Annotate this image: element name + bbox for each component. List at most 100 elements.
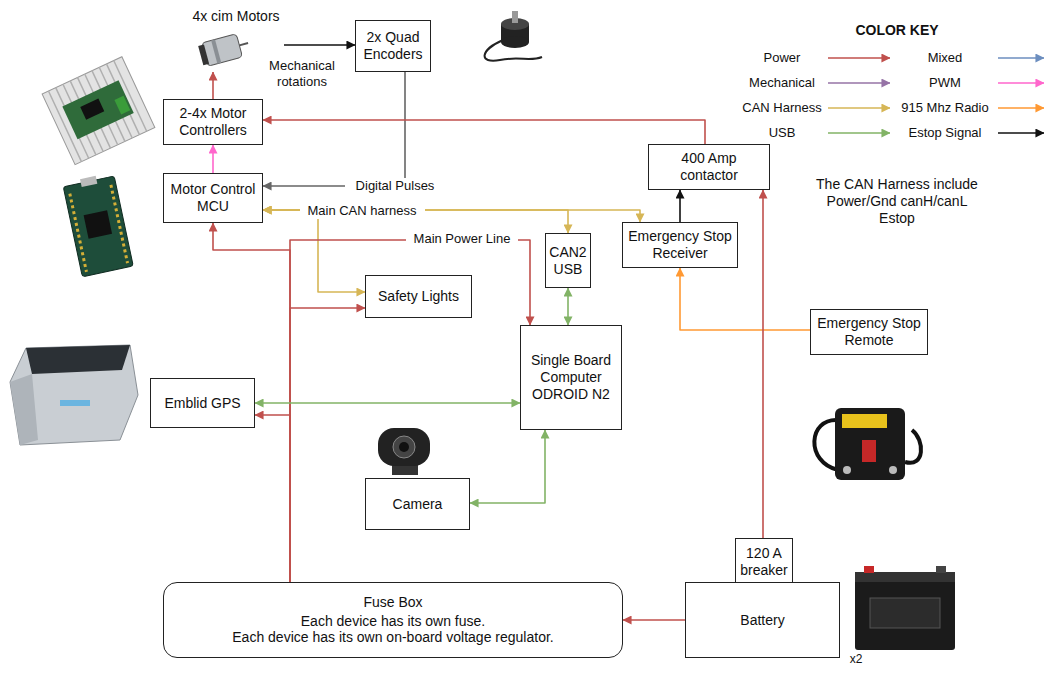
node-text: 120 A breaker xyxy=(739,545,789,579)
motor-controller-picture xyxy=(42,57,155,165)
chip xyxy=(84,210,112,238)
node-text: 2x Quad Encoders xyxy=(359,29,427,63)
legend-arrow xyxy=(998,57,1044,59)
component-box: Emergency Stop Receiver xyxy=(622,222,738,268)
legend-text: Estop Signal xyxy=(875,125,1015,141)
component-box: Emblid GPS xyxy=(150,378,255,428)
camera-lens-ring xyxy=(393,436,415,458)
battery-terminal xyxy=(864,566,874,573)
fuse-box-panel: Fuse BoxEach device has its own fuse.Eac… xyxy=(163,582,623,658)
node-text: Each device has its own fuse. xyxy=(301,613,485,630)
connector xyxy=(212,72,214,99)
connector-label: Main CAN harness xyxy=(300,203,425,219)
legend-arrow xyxy=(828,132,890,134)
breaker-body xyxy=(835,408,905,480)
connector xyxy=(114,96,130,115)
gps-side xyxy=(10,374,38,445)
motor-band xyxy=(211,39,221,63)
gps-picture xyxy=(10,345,138,445)
node-text: Fuse Box xyxy=(363,594,422,611)
component-box: CAN2 USB xyxy=(545,233,591,288)
component-box: Battery xyxy=(685,582,840,658)
legend-text: PWM xyxy=(875,75,1015,91)
node-text: Camera xyxy=(393,496,443,513)
battery-lid xyxy=(855,572,955,582)
connector xyxy=(680,268,810,330)
legend-arrow xyxy=(998,107,1044,109)
breaker-stud xyxy=(843,466,851,474)
component-box: Safety Lights xyxy=(365,275,472,318)
chip xyxy=(80,99,104,120)
legend-arrow xyxy=(828,107,890,109)
node-text: Emergency Stop Remote xyxy=(814,315,924,349)
legend-text: 915 Mhz Radio xyxy=(875,100,1015,116)
connector-label: Mechanical rotations xyxy=(262,58,342,89)
heatsink xyxy=(42,57,155,165)
node-text: Single Board Computer ODROID N2 xyxy=(524,352,618,402)
node-text: Battery xyxy=(740,612,784,629)
component-box: Single Board Computer ODROID N2 xyxy=(520,325,622,430)
node-text: 2-4x Motor Controllers xyxy=(167,105,259,139)
legend-title: COLOR KEY xyxy=(827,22,967,39)
connector xyxy=(290,308,365,582)
motor-cap xyxy=(198,44,209,65)
heatsink-fins xyxy=(48,61,146,162)
node-text: 400 Amp contactor xyxy=(652,150,766,184)
motor-picture xyxy=(198,31,252,67)
encoder-shaft xyxy=(512,11,518,23)
component-box: 120 A breaker xyxy=(735,538,793,586)
node-text: 4x cim Motors xyxy=(192,8,279,25)
pins xyxy=(111,185,128,263)
component-box: Camera xyxy=(365,478,470,530)
connector xyxy=(255,415,290,582)
battery-picture xyxy=(855,566,955,650)
legend-arrow xyxy=(998,82,1044,84)
connector xyxy=(290,240,530,582)
legend-arrow xyxy=(998,132,1044,134)
camera-picture xyxy=(378,428,430,475)
camera-lens xyxy=(399,442,409,452)
connector xyxy=(255,402,520,404)
legend-arrow xyxy=(828,82,890,84)
node-text: Each device has its own on-board voltage… xyxy=(232,629,553,646)
legend-arrow xyxy=(828,57,890,59)
component-box: Motor Control MCU xyxy=(163,173,263,223)
pins xyxy=(70,194,87,272)
connector xyxy=(762,190,764,538)
camera-head xyxy=(378,428,430,466)
node-text: Emergency Stop Receiver xyxy=(626,228,734,262)
breaker-cable xyxy=(905,430,921,463)
connector xyxy=(623,619,685,621)
breaker-picture xyxy=(814,408,921,480)
connector xyxy=(263,120,705,144)
component-box: 2-4x Motor Controllers xyxy=(163,99,263,145)
legend-text: Power xyxy=(712,50,852,66)
breaker-lever xyxy=(842,414,887,428)
component-box: Emergency Stop Remote xyxy=(810,309,928,355)
component-box: 400 Amp contactor xyxy=(648,144,770,190)
battery-terminal xyxy=(936,566,946,573)
mcu-board-picture xyxy=(62,172,133,277)
legend-samples xyxy=(828,58,1044,133)
legend-text: Mechanical xyxy=(712,75,852,91)
usb-port xyxy=(80,176,97,187)
legend-text: USB xyxy=(712,125,852,141)
note-text: The CAN Harness include Power/Gnd canH/c… xyxy=(812,176,982,226)
node-text: Motor Control MCU xyxy=(167,181,259,215)
quantity-label: x2 xyxy=(841,652,871,666)
node-text: Emblid GPS xyxy=(164,395,240,412)
circuit-board xyxy=(62,80,133,139)
board xyxy=(63,176,133,277)
component-box: 2x Quad Encoders xyxy=(355,20,431,72)
encoder-picture xyxy=(485,11,542,61)
connector xyxy=(679,190,681,222)
breaker-stud xyxy=(889,466,897,474)
gps-top xyxy=(26,345,130,374)
breaker-cable xyxy=(814,420,838,470)
gps-body xyxy=(10,345,138,445)
motor-shaft xyxy=(239,43,248,45)
connector-label: Digital Pulses xyxy=(345,178,445,194)
breaker-button xyxy=(862,440,876,462)
battery-label-area xyxy=(870,598,940,628)
